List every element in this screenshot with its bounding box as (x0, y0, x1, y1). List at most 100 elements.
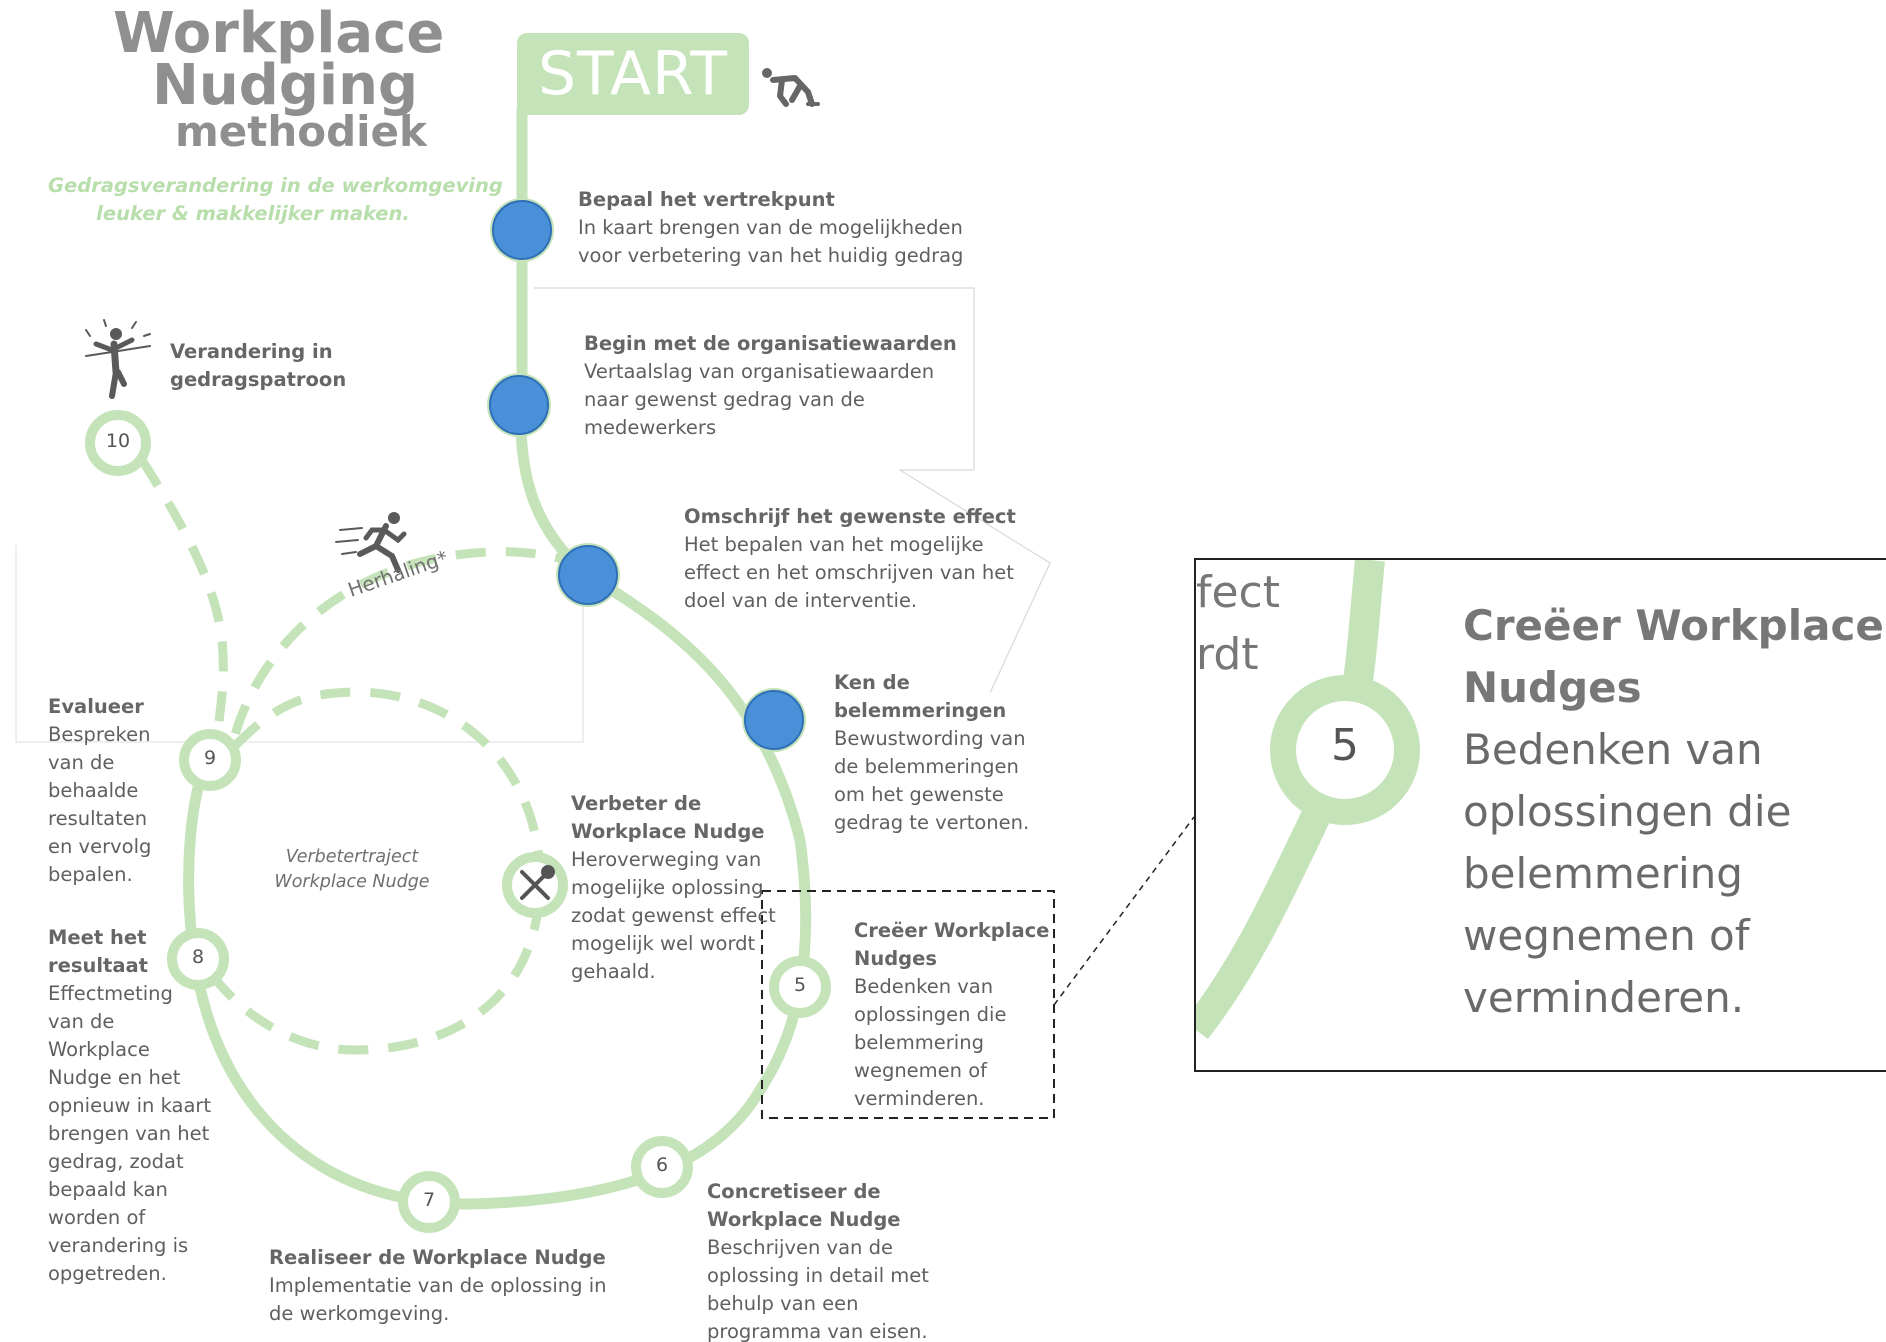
step-7-line: Implementatie van de oplossing in (269, 1274, 607, 1297)
step-3-line: effect en het omschrijven van het (684, 561, 1014, 584)
start-flag (517, 33, 749, 115)
step-6-heading: Concretiseer de (707, 1180, 881, 1203)
step-8-line: gedrag, zodat (48, 1150, 184, 1173)
step-8-line: verandering is (48, 1234, 189, 1257)
step-4-line: gedrag te vertonen. (834, 811, 1030, 834)
node-9-number: 9 (203, 747, 217, 769)
tagline-line-1: Gedragsverandering in de werkomgeving (48, 174, 503, 197)
step-10-text: Verandering in gedragspatroon (170, 338, 346, 394)
step-4-text: Ken de belemmeringen Bewustwording van d… (834, 669, 1029, 837)
step-6-heading: Workplace Nudge (707, 1208, 901, 1231)
zoom-line: Bedenken van (1463, 725, 1763, 774)
node-9 (179, 729, 241, 791)
step-8-line: worden of (48, 1206, 146, 1229)
step-4-line: Bewustwording van (834, 727, 1026, 750)
start-label: START (537, 39, 729, 109)
step-5-line: Bedenken van (854, 975, 994, 998)
zoom-line: verminderen. (1463, 973, 1745, 1022)
tools-icon (520, 865, 555, 900)
step-8-line: opgetreden. (48, 1262, 167, 1285)
step-2-text: Begin met de organisatiewaarden Vertaals… (584, 330, 957, 442)
step-9-line: behaalde (48, 779, 139, 802)
zoom-line: oplossingen die (1463, 787, 1792, 836)
improve-line: mogelijk wel wordt (571, 932, 756, 955)
repeat-outline (15, 545, 584, 743)
title-line-2: Nudging (152, 53, 419, 118)
zoom-panel (1194, 558, 1886, 1072)
zoom-node-number: 5 (1331, 720, 1359, 771)
finish-path (138, 457, 228, 746)
title-line-3: methodiek (175, 107, 427, 156)
step-9-line: resultaten (48, 807, 148, 830)
step-3-line: Het bepalen van het mogelijke (684, 533, 984, 556)
step-1-text: Bepaal het vertrekpunt In kaart brengen … (578, 186, 963, 270)
main-path (183, 104, 812, 1210)
step-8-heading: resultaat (48, 954, 148, 977)
step-5-text: Creëer Workplace Nudges Bedenken van opl… (854, 917, 1049, 1113)
step-8-line: Workplace (48, 1038, 150, 1061)
improve-heading: Workplace Nudge (571, 820, 765, 843)
step-7-text: Realiseer de Workplace Nudge Implementat… (269, 1244, 606, 1328)
running-person-icon (335, 512, 407, 573)
step-8-line: opnieuw in kaart (48, 1094, 212, 1117)
improve-line: zodat gewenst effect (571, 904, 776, 927)
zoom-heading: Nudges (1463, 663, 1642, 712)
zoom-cut-text: fect rdt (1196, 562, 1336, 686)
step-4-heading: belemmeringen (834, 699, 1007, 722)
zoom-connector (1053, 816, 1195, 1006)
tagline-line-2: leuker & makkelijker maken. (96, 202, 410, 225)
finish-line-icon (85, 319, 151, 399)
step-2-heading: Begin met de organisatiewaarden (584, 332, 957, 355)
step-3-line: doel van de interventie. (684, 589, 918, 612)
zoom-node-5 (1270, 675, 1420, 825)
inner-loop-label: Verbetertraject Workplace Nudge (262, 845, 442, 895)
zoom-line: belemmering (1463, 849, 1743, 898)
node-2 (489, 375, 549, 435)
step-8-line: Effectmeting (48, 982, 173, 1005)
step-8-line: brengen van het (48, 1122, 210, 1145)
inner-loop-line: Workplace Nudge (274, 872, 430, 892)
step-9-text: Evalueer Bespreken van de behaalde resul… (48, 693, 151, 889)
step-8-heading: Meet het (48, 926, 147, 949)
zoom-cut-line: fect (1196, 567, 1281, 618)
step-6-text: Concretiseer de Workplace Nudge Beschrij… (707, 1178, 929, 1342)
improve-text: Verbeter de Workplace Nudge Heroverwegin… (571, 790, 776, 986)
step-9-heading: Evalueer (48, 695, 144, 718)
inner-loop-line: Verbetertraject (285, 847, 419, 867)
node-6-number: 6 (655, 1154, 669, 1176)
improve-line: gehaald. (571, 960, 656, 983)
step-6-line: Beschrijven van de (707, 1236, 893, 1259)
node-1 (492, 200, 552, 260)
step-2-line: medewerkers (584, 416, 717, 439)
step-4-heading: Ken de (834, 671, 910, 694)
zoom-heading: Creëer Workplace (1463, 601, 1884, 650)
step-7-heading: Realiseer de Workplace Nudge (269, 1246, 606, 1269)
step-4-line: om het gewenste (834, 783, 1004, 806)
step-8-line: Nudge en het (48, 1066, 181, 1089)
step-1-heading: Bepaal het vertrekpunt (578, 188, 835, 211)
runner-start-icon (762, 68, 820, 107)
step-5-line: belemmering (854, 1031, 984, 1054)
step-7-line: de werkomgeving. (269, 1302, 450, 1325)
node-7-number: 7 (422, 1189, 436, 1211)
step-10-heading: gedragspatroon (170, 368, 347, 391)
node-8-number: 8 (191, 946, 205, 968)
step-2-line: Vertaalslag van organisatiewaarden (584, 360, 935, 383)
tagline: Gedragsverandering in de werkomgeving le… (48, 172, 503, 228)
node-8 (167, 928, 229, 990)
improve-heading: Verbeter de (571, 792, 702, 815)
step-9-line: bepalen. (48, 863, 133, 886)
step-8-line: bepaald kan (48, 1178, 168, 1201)
step-6-line: oplossing in detail met (707, 1264, 929, 1287)
title-line-1: Workplace (113, 1, 445, 66)
zoom-path-bottom (1196, 801, 1334, 1040)
node-3 (558, 545, 618, 605)
step-9-line: van de (48, 751, 115, 774)
step-5-heading: Creëer Workplace (854, 919, 1050, 942)
callout-outline (534, 287, 1051, 694)
step-3-heading: Omschrijf het gewenste effect (684, 505, 1016, 528)
step-5-line: verminderen. (854, 1087, 985, 1110)
node-4 (744, 690, 804, 750)
